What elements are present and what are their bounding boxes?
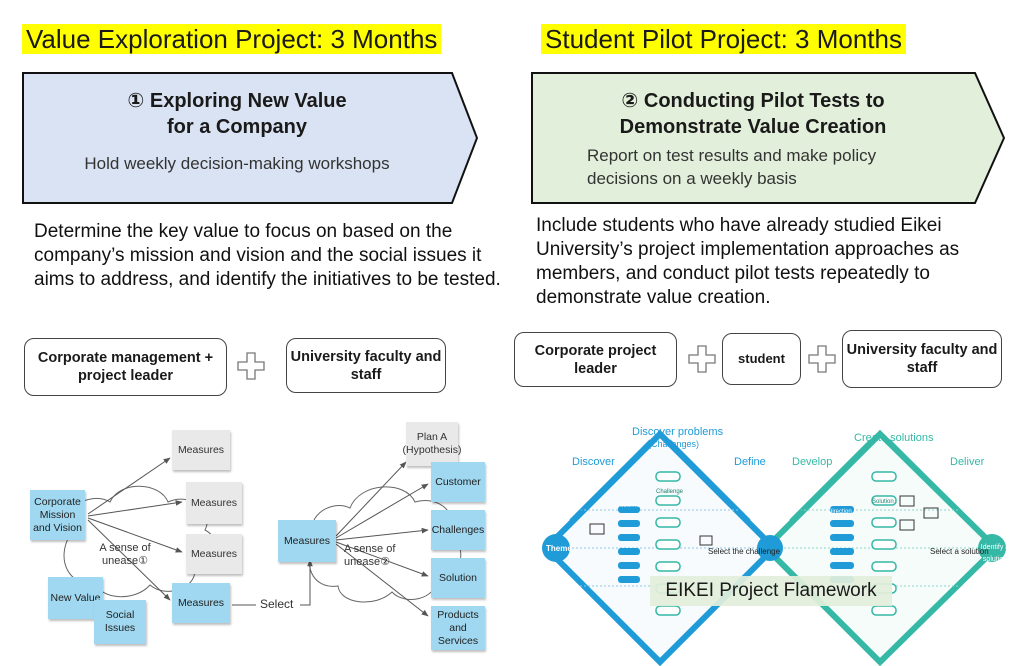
plan-a-label: Plan A (Hypothesis) <box>402 431 462 456</box>
right-description: Include students who have already studie… <box>536 215 960 308</box>
measures-center-sticky: Measures <box>278 520 336 562</box>
measures-sticky-1: Measures <box>172 430 230 470</box>
role-university-faculty-right: University faculty and staff <box>842 330 1002 388</box>
problems-node-label: Problems <box>614 503 640 509</box>
develop-label: Develop <box>792 456 833 468</box>
framework-title: EIKEI Project Flamework <box>665 580 877 601</box>
step2-subtitle: Report on test results and make policy d… <box>587 144 876 190</box>
step2-title-line1: ② Conducting Pilot Tests to <box>621 90 885 112</box>
select-challenge-label: Select the challenge <box>708 547 781 556</box>
select-solution-label: Select a solution <box>930 547 989 556</box>
create-solutions-label: Create solutions <box>854 432 934 444</box>
measures-label-3: Measures <box>190 547 238 560</box>
framework-title-banner: EIKEI Project Flamework <box>650 576 892 606</box>
unease-1-label: A sense of unease① <box>99 542 151 567</box>
role-university-faculty-right-label: University faculty and staff <box>846 342 998 376</box>
value-exploration-phase-title: Value Exploration Project: 3 Months <box>22 24 442 54</box>
challenges-label: Challenges <box>431 523 485 536</box>
define-label: Define <box>734 456 766 468</box>
plus-icon <box>808 345 836 373</box>
solution-label: Solution <box>439 571 477 584</box>
select-label: Select <box>260 597 294 611</box>
challenge-node-label: Challenge <box>656 489 684 495</box>
identify-solution-label: Identify a solution <box>980 544 1010 563</box>
hypothesis-diagram-lines <box>63 457 462 617</box>
step1-subtitle: Hold weekly decision-making workshops <box>84 154 390 173</box>
step2-title-line2: Demonstrate Value Creation <box>619 116 887 138</box>
plus-icon <box>237 352 265 380</box>
unease-2-label: A sense of unease② <box>344 543 396 568</box>
step1-title-line1: ① Exploring New Value <box>127 90 347 112</box>
plan-a-sticky: Plan A (Hypothesis) <box>403 422 461 466</box>
discover-label: Discover <box>572 456 615 468</box>
step2-subtitle-line2: decisions on a weekly basis <box>587 169 797 188</box>
social-issues-sticky: Social Issues <box>94 600 146 644</box>
plus-icon <box>688 345 716 373</box>
role-corporate-management: Corporate management + project leader <box>24 338 227 396</box>
exploring-value-chevron: ① Exploring New Value for a Company Hold… <box>22 72 478 204</box>
measures-label-1: Measures <box>177 443 225 456</box>
role-corporate-project-leader: Corporate project leader <box>514 332 677 387</box>
new-value-sticky: New Value <box>48 577 103 619</box>
new-value-label: New Value <box>50 591 101 604</box>
left-description: Determine the key value to focus on base… <box>34 221 501 290</box>
step1-title-line2: for a Company <box>166 116 308 138</box>
chevron-shape-right <box>531 72 1006 204</box>
measures-sticky-3: Measures <box>186 534 242 574</box>
role-university-faculty-left: University faculty and staff <box>286 338 446 393</box>
chevron-shape-left <box>22 72 478 204</box>
role-corporate-management-label: Corporate management + project leader <box>37 350 214 384</box>
direction-node-label: Direction <box>828 509 852 515</box>
role-student-label: student <box>738 351 785 366</box>
solution-sticky: Solution <box>431 558 485 598</box>
measures-sticky-4: Measures <box>172 583 230 623</box>
theme-label: Theme <box>546 544 572 553</box>
pilot-tests-chevron: ② Conducting Pilot Tests to Demonstrate … <box>531 72 1006 204</box>
role-student: student <box>722 333 801 385</box>
customer-label: Customer <box>435 475 481 488</box>
discover-problems-label: Discover problems <box>632 426 724 438</box>
challenges-sticky: Challenges <box>431 510 485 550</box>
corporate-mission-label: Corporate Mission and Vision <box>33 495 82 534</box>
corporate-mission-sticky: Corporate Mission and Vision <box>30 490 85 540</box>
measures-sticky-2: Measures <box>186 482 242 524</box>
measures-label-4: Measures <box>177 596 225 609</box>
customer-sticky: Customer <box>431 462 485 502</box>
role-corporate-project-leader-label: Corporate project leader <box>534 342 657 377</box>
step2-subtitle-line1: Report on test results and make policy <box>587 146 877 165</box>
social-issues-label: Social Issues <box>104 609 136 634</box>
measures-label-2: Measures <box>190 496 238 509</box>
student-pilot-phase-title: Student Pilot Project: 3 Months <box>541 24 906 54</box>
solution-node-label: Solution <box>872 499 894 505</box>
measures-center-label: Measures <box>283 534 331 547</box>
products-services-label: Products and Services <box>437 608 479 647</box>
role-university-faculty-left-label: University faculty and staff <box>290 348 442 383</box>
deliver-label: Deliver <box>950 456 985 468</box>
challenges-paren-label: (Challenges) <box>648 439 700 449</box>
products-services-sticky: Products and Services <box>431 606 485 650</box>
